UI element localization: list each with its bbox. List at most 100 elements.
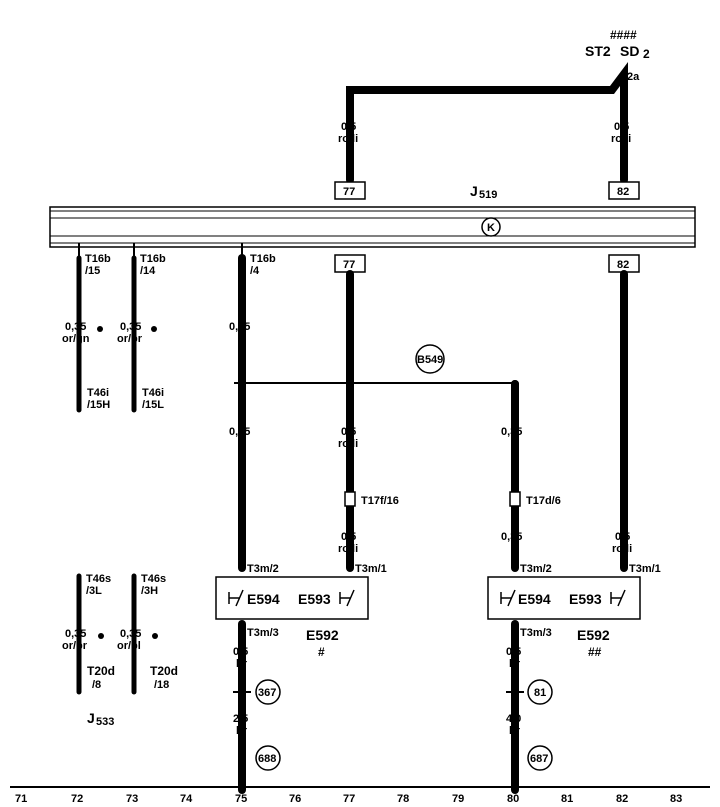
wire-top-loop (346, 62, 628, 184)
label-687: 687 (530, 753, 548, 765)
c73b-color: or/bl (117, 640, 141, 652)
label-688: 688 (258, 753, 276, 765)
c73b-size: 0,35 (120, 628, 141, 640)
c75b-size: 0,35 (229, 426, 250, 438)
grid-77: 77 (343, 793, 355, 805)
c75b-color: li (238, 438, 244, 450)
grid-76: 76 (289, 793, 301, 805)
t3m3-left: T3m/3 (247, 627, 279, 639)
t16b-4-a: T16b (250, 253, 276, 265)
e594-right: E594 (518, 591, 551, 607)
grid-74: 74 (180, 793, 193, 805)
c82c-color: ro/li (612, 543, 632, 555)
t3m1-left: T3m/1 (355, 563, 387, 575)
switch-icon-right-2 (610, 589, 626, 607)
pin-box-77-top (334, 181, 366, 200)
wire-77-top-size: 0,5 (341, 121, 356, 133)
e592-left: E592 (306, 627, 339, 643)
grid-79: 79 (452, 793, 464, 805)
wire-82-top-color: ro/li (611, 133, 631, 145)
t17f-label: T17f/16 (361, 495, 399, 507)
c77c-size: 0,5 (341, 531, 356, 543)
c80c-size: 0,35 (501, 531, 522, 543)
wire-82-top-size: 0,5 (614, 121, 629, 133)
switch-icon-left-1 (228, 589, 244, 607)
t16b-4-b: /4 (250, 265, 260, 277)
t16b-14-a: T16b (140, 253, 166, 265)
c75e-color: br (236, 725, 248, 737)
c77b-color: ro/li (338, 438, 358, 450)
c72b-size: 0,35 (65, 628, 86, 640)
c75-size: 0,35 (229, 321, 250, 333)
t46i-15l-b: /15L (142, 399, 164, 411)
t17d-connector (509, 491, 521, 507)
t3m3-right: T3m/3 (520, 627, 552, 639)
sd2-label: SD (620, 43, 639, 59)
k-symbol: K (487, 222, 495, 234)
t16b-15-a: T16b (85, 253, 111, 265)
j519-bus (49, 206, 696, 248)
t3m1-right: T3m/1 (629, 563, 661, 575)
c77b-size: 0,5 (341, 426, 356, 438)
grid-78: 78 (397, 793, 409, 805)
label-367: 367 (258, 687, 276, 699)
hash-top: #### (610, 28, 637, 42)
switch-icon-right-1 (500, 589, 516, 607)
t17f-connector (344, 491, 356, 507)
switch-icon-left-2 (339, 589, 355, 607)
grid-72: 72 (71, 793, 83, 805)
e594-left: E594 (247, 591, 280, 607)
pin-77-top: 77 (343, 186, 355, 198)
t20d-18-b: /18 (154, 679, 169, 691)
e592-right: E592 (577, 627, 610, 643)
circle-688 (255, 745, 281, 771)
e592-right-mark: ## (588, 645, 602, 659)
c73-color: or/br (117, 333, 143, 345)
pin-box-82-top (608, 181, 640, 200)
label-81: 81 (534, 687, 546, 699)
pin-77-bot: 77 (343, 259, 355, 271)
circle-367 (255, 679, 281, 705)
grid-80: 80 (507, 793, 519, 805)
pin-2a: 2a (627, 71, 640, 83)
sd2-sub: 2 (643, 47, 650, 61)
e592-left-mark: # (318, 645, 325, 659)
c73-size: 0,35 (120, 321, 141, 333)
grid-82: 82 (616, 793, 628, 805)
e593-left: E593 (298, 591, 331, 607)
t3m2-right: T3m/2 (520, 563, 552, 575)
c80d-size: 0,5 (506, 646, 521, 658)
c75d-size: 0,5 (233, 646, 248, 658)
grid-81: 81 (561, 793, 573, 805)
c75d-color: br (236, 658, 248, 670)
j533-sub: 533 (96, 716, 114, 728)
grid-73: 73 (126, 793, 138, 805)
c77c-color: ro/li (338, 543, 358, 555)
circle-81 (527, 679, 553, 705)
t46i-15h-a: T46i (87, 387, 109, 399)
t46s-3h-b: /3H (141, 585, 158, 597)
c80e-color: br (509, 725, 521, 737)
t20d-8-b: /8 (92, 679, 101, 691)
j519-sub: 519 (479, 189, 497, 201)
t46s-3h-a: T46s (141, 573, 166, 585)
pin-82-bot: 82 (617, 259, 629, 271)
wire-77-top-color: ro/li (338, 133, 358, 145)
c80b-color: li (511, 438, 517, 450)
t17d-label: T17d/6 (526, 495, 561, 507)
e593-right: E593 (569, 591, 602, 607)
grid-83: 83 (670, 793, 682, 805)
t20d-18-a: T20d (150, 664, 178, 678)
t46s-3l-a: T46s (86, 573, 111, 585)
j533-label: J (87, 710, 95, 726)
st2-label: ST2 (585, 43, 611, 59)
c82c-size: 0,5 (615, 531, 630, 543)
c75e-size: 2,5 (233, 713, 248, 725)
circle-687 (527, 745, 553, 771)
t16b-15-b: /15 (85, 265, 100, 277)
c80d-color: br (509, 658, 521, 670)
t46i-15h-b: /15H (87, 399, 110, 411)
c72b-color: or/br (62, 640, 88, 652)
c80c-color: li (511, 543, 517, 555)
